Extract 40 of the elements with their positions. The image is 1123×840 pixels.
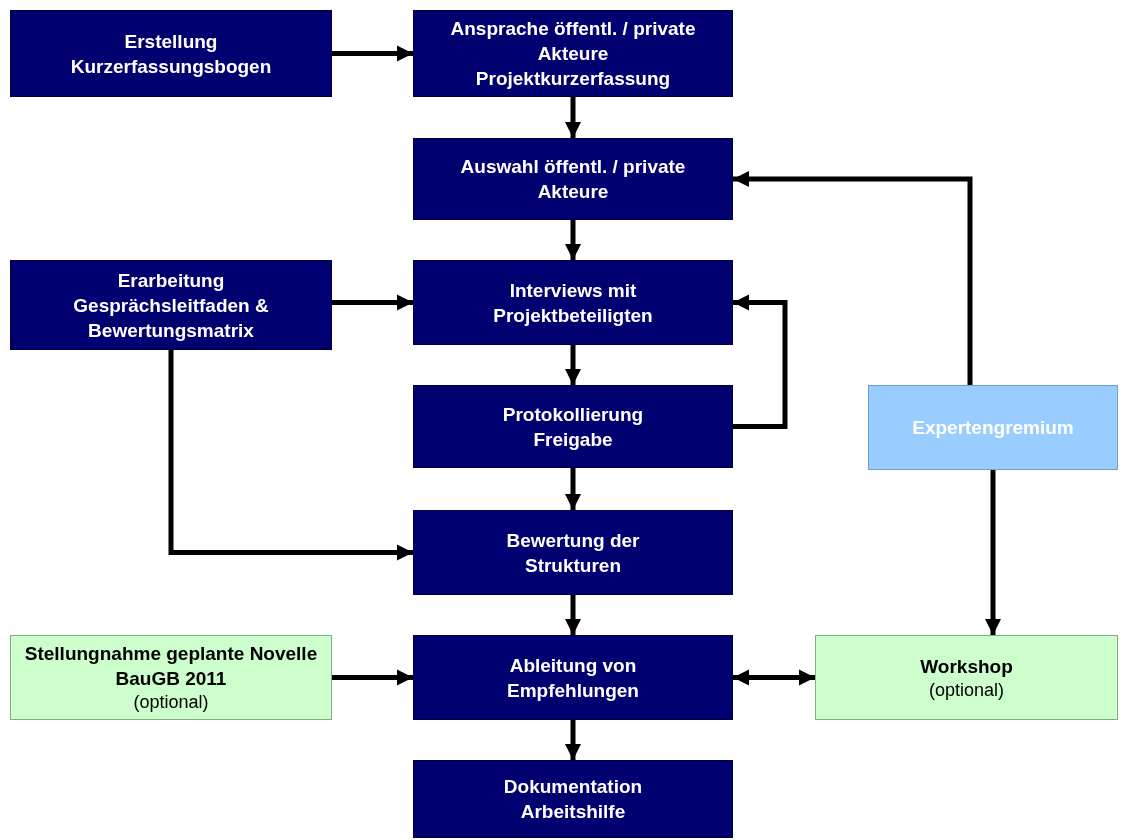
arrow — [332, 294, 413, 311]
box-title: Protokollierung Freigabe — [501, 402, 645, 452]
process-box — [413, 760, 733, 838]
process-box — [413, 510, 733, 595]
process-box — [10, 260, 332, 350]
process-box — [413, 385, 733, 468]
box-note: (optional) — [928, 678, 1004, 702]
box-note: (optional) — [133, 691, 209, 714]
process-box — [413, 635, 733, 720]
arrow — [332, 45, 413, 62]
box-title: Ableitung von Empfehlungen — [506, 653, 640, 703]
box-title: Workshop — [920, 654, 1013, 679]
arrow — [565, 97, 581, 138]
arrow — [733, 294, 788, 429]
arrow — [733, 669, 815, 686]
box-title: Bewertung der Strukturen — [505, 528, 641, 578]
process-box — [413, 10, 733, 97]
box-title: Erarbeitung Gesprächsleitfaden & Bewertungsmatrix — [72, 268, 270, 343]
process-box — [868, 385, 1118, 470]
arrow — [565, 220, 581, 260]
box-title: Erstellung Kurzerfassungsbogen — [69, 29, 273, 79]
box-title: Expertengremium — [912, 416, 1074, 440]
process-box — [10, 10, 332, 97]
arrow — [565, 345, 581, 385]
box-title: Stellungnahme geplante Novelle BauGB 2011 — [23, 642, 319, 691]
arrow — [565, 468, 581, 510]
process-box — [815, 635, 1118, 720]
arrow — [985, 470, 1001, 635]
process-box — [413, 138, 733, 220]
arrow — [168, 350, 413, 561]
box-title: Auswahl öffentl. / private Akteure — [459, 155, 687, 204]
arrow — [565, 595, 581, 635]
box-title: Dokumentation Arbeitshilfe — [502, 775, 644, 824]
arrow — [332, 669, 413, 686]
process-box — [10, 635, 332, 720]
box-title: Ansprache öffentl. / private Akteure Projektkurzerfassung — [449, 17, 697, 91]
process-box — [413, 260, 733, 345]
arrow — [733, 171, 973, 385]
arrow — [565, 720, 581, 760]
box-title: Interviews mit Projektbeteiligten — [492, 278, 654, 328]
